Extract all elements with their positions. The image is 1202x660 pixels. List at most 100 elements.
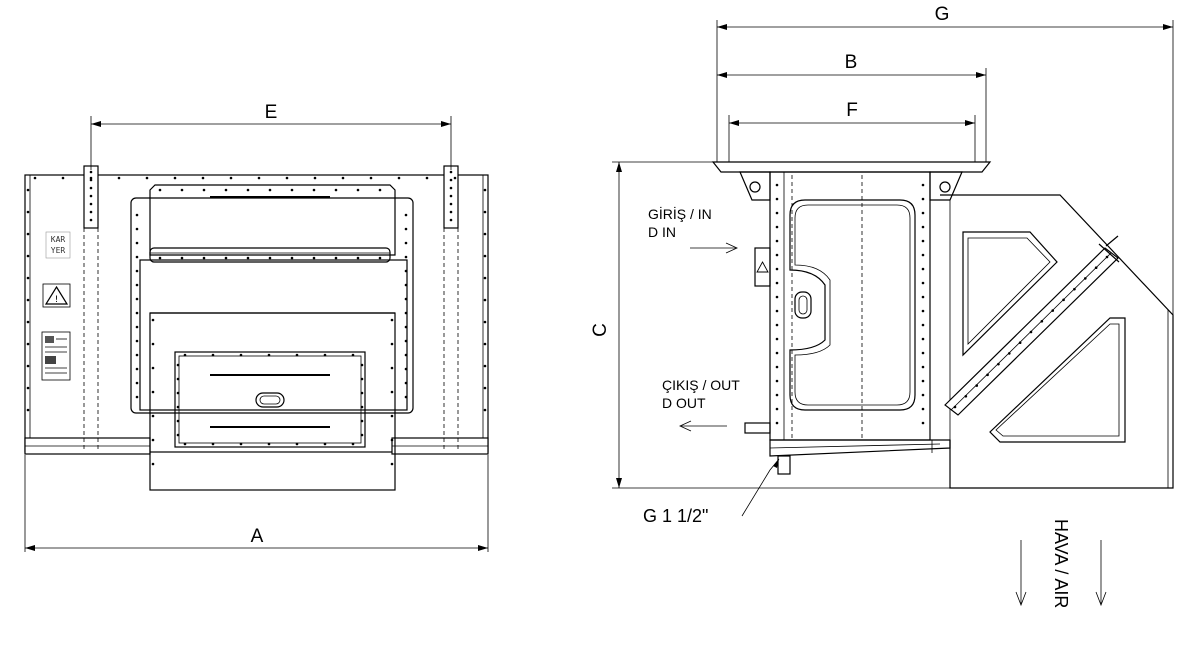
bolt-hole: [775, 337, 779, 341]
bolt-hole: [26, 210, 30, 214]
bolt-hole: [334, 256, 338, 260]
bolt-hole: [404, 339, 408, 343]
bolt-hole: [921, 365, 925, 369]
bolt-hole: [351, 442, 355, 446]
bolt-hole: [176, 405, 180, 409]
dimension-g-label: G: [935, 4, 950, 25]
side-box: [754, 247, 771, 287]
bolt-hole: [404, 241, 408, 245]
bolt-hole: [135, 227, 139, 231]
bolt-hole: [135, 367, 139, 371]
bolt-hole: [1083, 277, 1087, 280]
bolt-hole: [285, 176, 289, 180]
inspection-panel: [174, 351, 366, 448]
bolt-hole: [1029, 330, 1033, 334]
bolt-hole: [26, 364, 30, 368]
bolt-hole: [449, 210, 453, 214]
bolt-hole: [921, 225, 925, 229]
bolt-hole: [921, 253, 925, 257]
hood-opening-bottom: [989, 317, 1126, 443]
bolt-hole: [341, 176, 345, 180]
bolt-hole: [180, 256, 184, 260]
bolt-hole: [483, 254, 487, 258]
bolt-hole: [211, 442, 215, 446]
bolt-hole: [257, 176, 261, 180]
bolt-hole: [921, 407, 925, 411]
bolt-hole: [351, 353, 355, 357]
bolt-hole: [404, 311, 408, 315]
brand-logo-line1: KAR: [51, 235, 66, 244]
bolt-hole: [449, 218, 453, 222]
bolt-hole: [312, 256, 316, 260]
bolt-hole: [483, 232, 487, 236]
bolt-hole: [775, 393, 779, 397]
bolt-hole: [360, 391, 364, 395]
drain-connection: [777, 455, 791, 475]
bolt-hole: [921, 337, 925, 341]
bolt-hole: [775, 365, 779, 369]
side-view: G B F C GİRİŞ / IN: [590, 4, 1174, 608]
bolt-hole: [89, 170, 93, 174]
bolt-hole: [295, 353, 299, 357]
bolt-hole: [176, 377, 180, 381]
bolt-hole: [26, 408, 30, 412]
bolt-hole: [775, 211, 779, 215]
bolt-hole: [176, 363, 180, 367]
unit-body: [769, 171, 931, 441]
bolt-hole: [246, 256, 250, 260]
bolt-hole: [61, 176, 65, 180]
bolt-hole: [953, 405, 957, 409]
bolt-hole: [239, 353, 243, 357]
bolt-hole: [360, 363, 364, 367]
bolt-hole: [1051, 309, 1055, 312]
bolt-hole: [449, 178, 453, 182]
coil-frame-top: [149, 184, 396, 256]
bolt-hole: [775, 239, 779, 243]
bolt-hole: [268, 188, 272, 192]
bolt-hole: [246, 188, 250, 192]
bolt-hole: [135, 311, 139, 315]
bolt-hole: [921, 393, 925, 397]
inlet-label: GİRİŞ / IN: [648, 205, 712, 222]
bolt-hole: [986, 373, 989, 377]
bolt-hole: [921, 323, 925, 327]
dimension-b: B: [717, 52, 987, 162]
bolt-hole: [921, 197, 925, 201]
bolt-hole: [449, 170, 453, 174]
bolt-hole: [135, 325, 139, 329]
bolt-hole: [89, 178, 93, 182]
dimension-f: F: [728, 100, 976, 162]
bolt-hole: [483, 408, 487, 412]
bolt-hole: [290, 256, 294, 260]
bolt-hole: [453, 176, 457, 180]
dimension-a-label: A: [251, 526, 264, 547]
bolt-hole: [775, 267, 779, 271]
bolt-hole: [483, 276, 487, 280]
bolt-hole: [89, 194, 93, 198]
bolt-hole: [26, 298, 30, 302]
bolt-hole: [404, 269, 408, 273]
bolt-hole: [378, 188, 382, 192]
bolt-hole: [390, 414, 394, 418]
coil-frame-inner: [139, 259, 408, 411]
bolt-hole: [404, 283, 408, 287]
bolt-hole: [151, 318, 155, 322]
svg-text:!: !: [55, 295, 59, 305]
bolt-hole: [183, 442, 187, 446]
lug-right: [929, 171, 963, 201]
bolt-hole: [483, 320, 487, 324]
dimension-f-label: F: [846, 100, 858, 121]
bolt-hole: [483, 364, 487, 368]
outlet-label: ÇIKIŞ / OUT: [662, 377, 740, 393]
housing-outline: [24, 174, 489, 453]
bolt-hole: [404, 353, 408, 357]
bolt-hole: [775, 351, 779, 355]
bolt-hole: [356, 188, 360, 192]
bolt-hole: [135, 381, 139, 385]
bolt-hole: [180, 188, 184, 192]
bolt-hole: [135, 283, 139, 287]
bolt-hole: [775, 407, 779, 411]
airflow-label: HAVA / AIR: [1051, 519, 1071, 608]
bolt-hole: [145, 176, 149, 180]
side-bolt-holes: [775, 183, 1109, 425]
